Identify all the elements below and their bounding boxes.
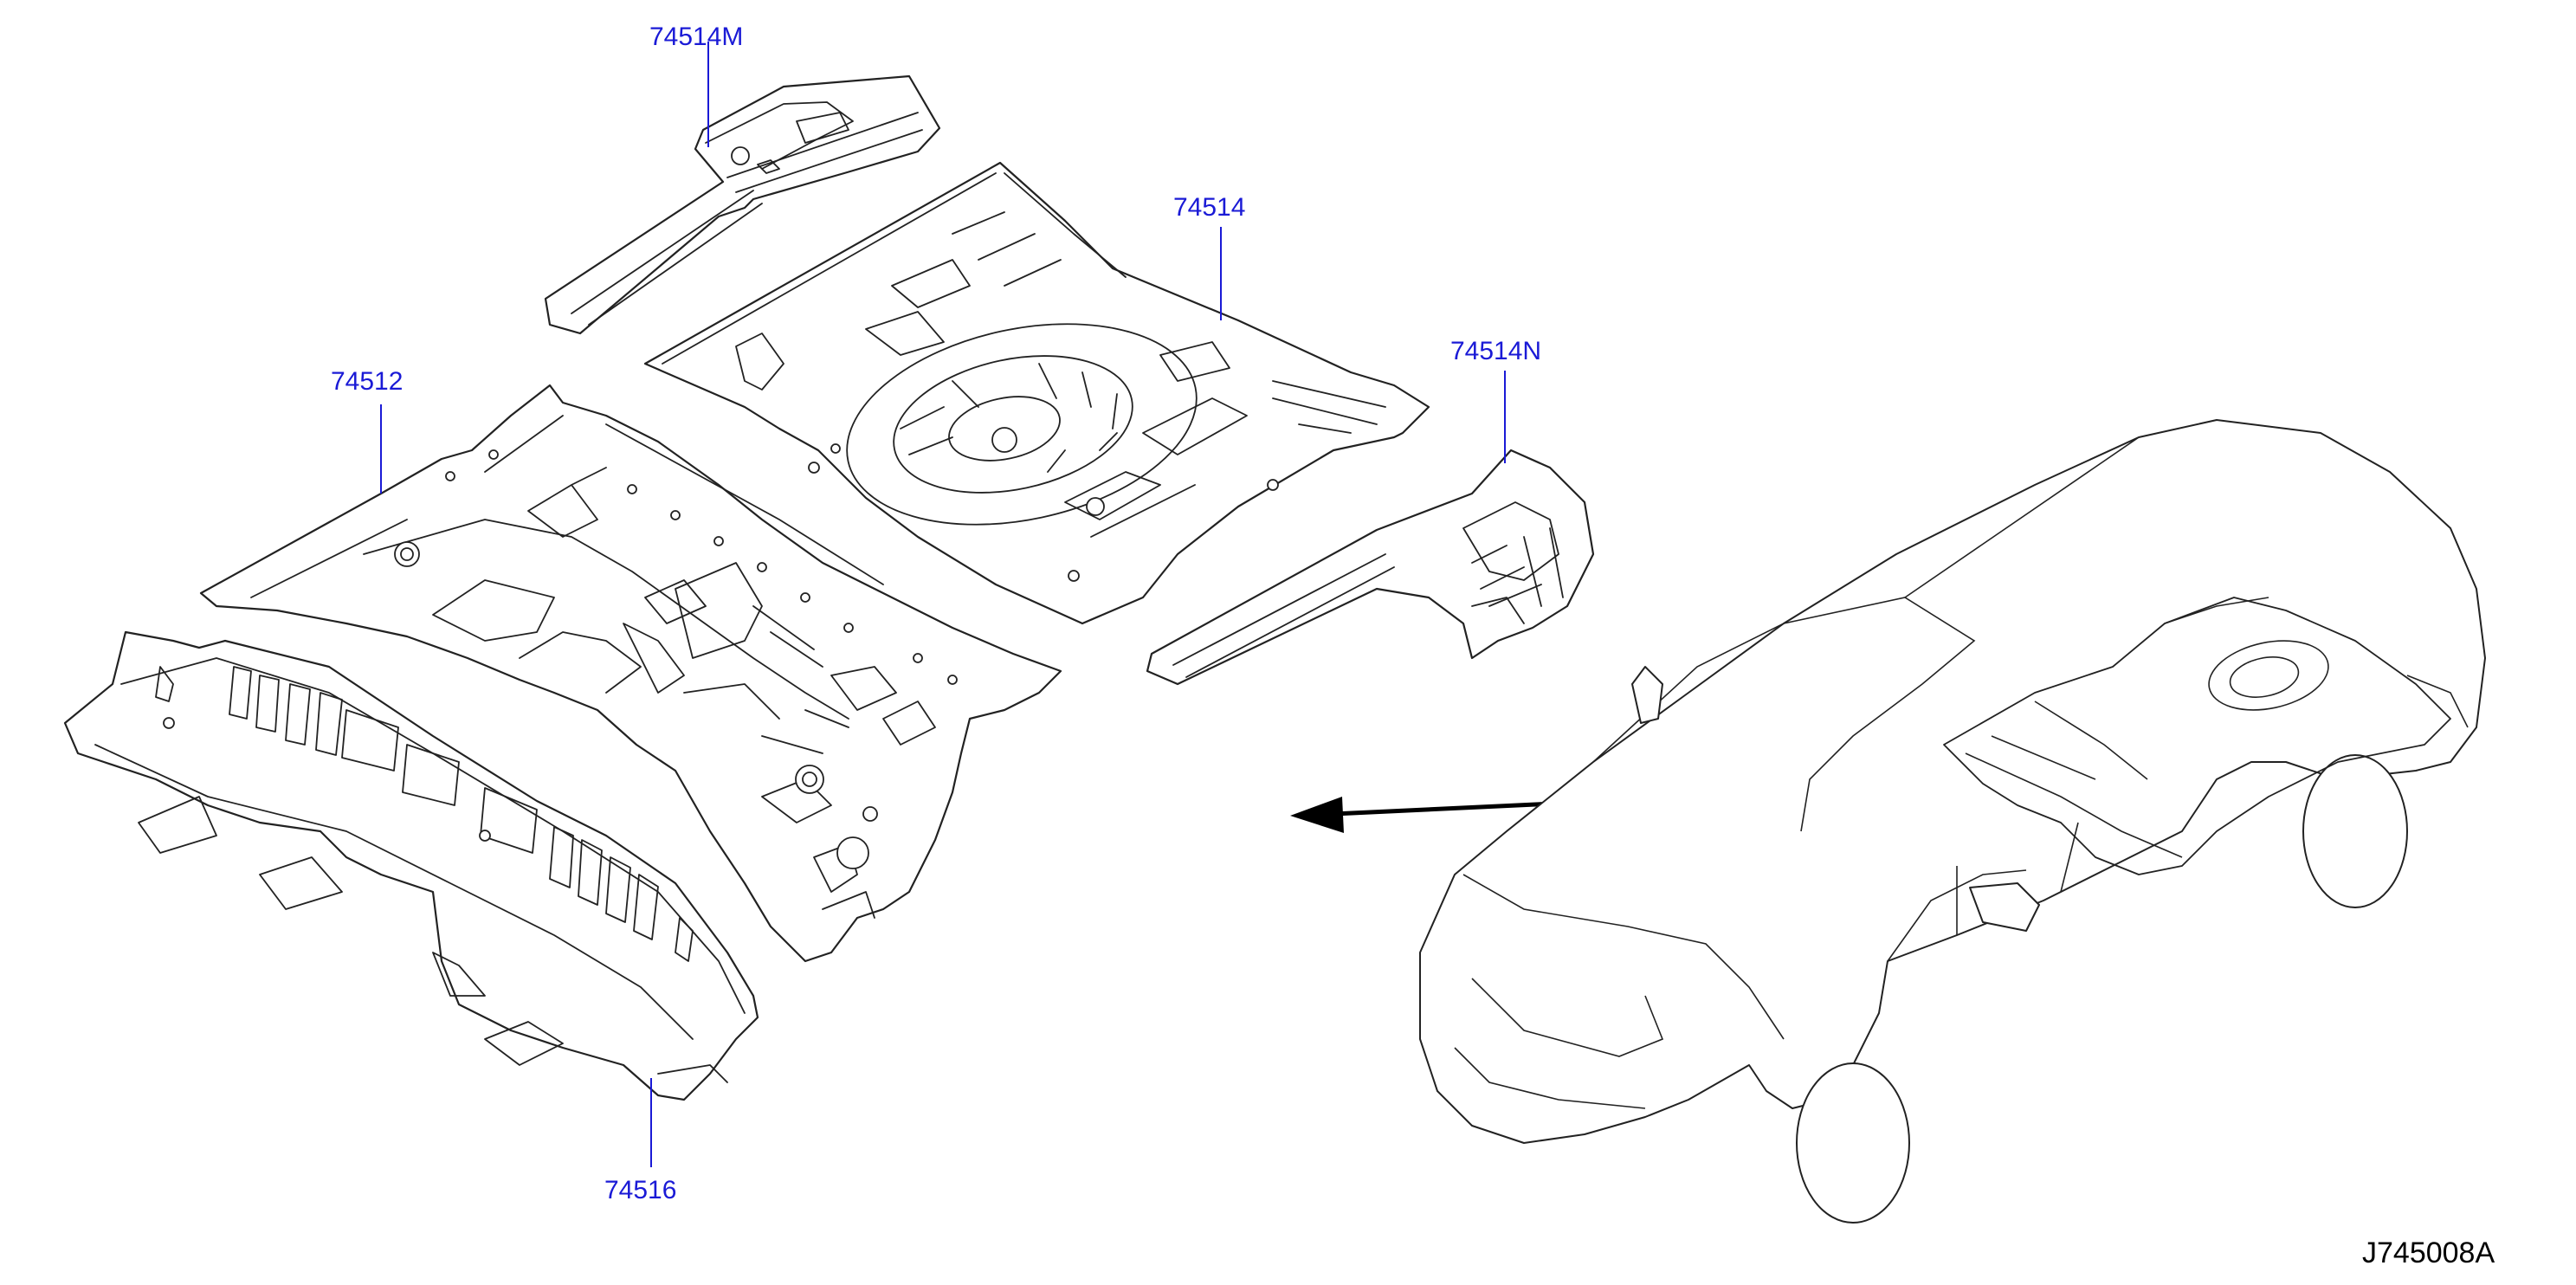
side-mirror-left [1631,666,1663,724]
callout-74512: 74512 [331,367,404,396]
part-74512 [199,384,1062,963]
callout-74514N: 74514N [1450,337,1542,365]
part-74516 [63,630,759,1101]
part-74514N [1146,449,1595,686]
callout-74514M: 74514M [649,23,744,51]
figure-code: J745008A [2362,1237,2495,1269]
part-74514M [544,74,941,335]
side-mirror-right [1969,882,2040,932]
part-74514 [643,161,1430,625]
rear-wheel [2302,754,2408,908]
vehicle-outline [1419,419,2486,1224]
front-wheel [1796,1062,1910,1224]
callout-74514: 74514 [1173,193,1246,222]
callout-74516: 74516 [604,1176,677,1204]
